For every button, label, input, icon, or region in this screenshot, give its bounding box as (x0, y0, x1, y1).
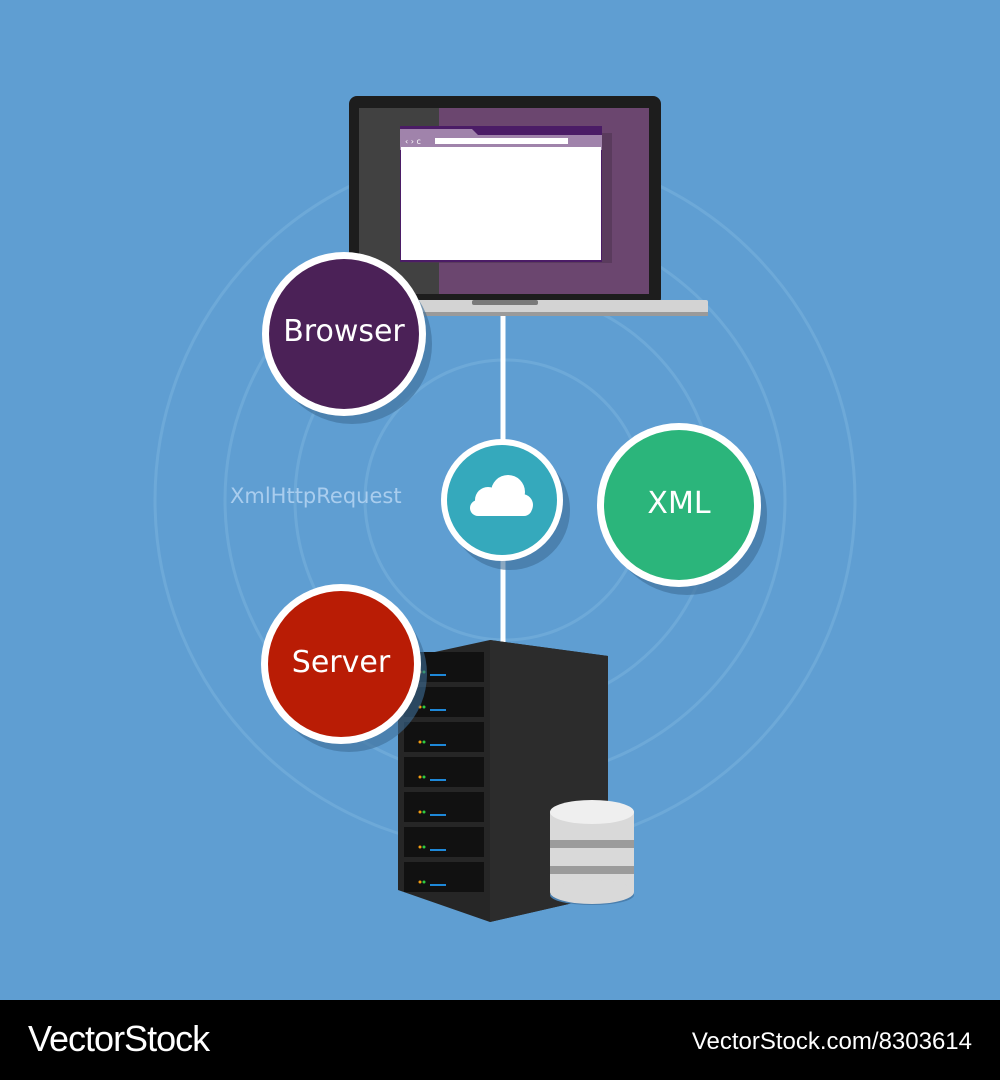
browser-node (262, 252, 432, 424)
server-slot (404, 757, 484, 787)
slot-led (422, 740, 426, 744)
slot-indicator (430, 709, 446, 711)
slot-led (418, 740, 422, 744)
footer-bar: VectorStock VectorStock.com/8303614 (0, 1000, 1000, 1080)
server-slot (404, 792, 484, 822)
slot-indicator (430, 849, 446, 851)
browser-nav-icons: ‹ › c (405, 137, 421, 146)
slot-led (422, 775, 426, 779)
xml-label: XML (647, 486, 711, 521)
xmlhttprequest-label: XmlHttpRequest (230, 484, 402, 508)
cloud-icon (470, 475, 533, 516)
server-slot (404, 862, 484, 892)
browser-label: Browser (283, 314, 405, 349)
cloud-node (441, 439, 570, 570)
database-icon (550, 800, 634, 905)
slot-led (418, 880, 422, 884)
slot-indicator (430, 779, 446, 781)
server-slot (404, 722, 484, 752)
slot-led (418, 810, 422, 814)
server-slot (404, 827, 484, 857)
slot-led (418, 845, 422, 849)
browser-window-icon: ‹ › c (400, 126, 602, 262)
slot-led (418, 775, 422, 779)
slot-indicator (430, 814, 446, 816)
xml-node (597, 423, 767, 595)
server-node (261, 584, 427, 752)
slot-led (422, 845, 426, 849)
vectorstock-logo: VectorStock (28, 1018, 210, 1059)
slot-indicator (430, 884, 446, 886)
slot-led (422, 705, 426, 709)
laptop-icon: ‹ › c (349, 96, 708, 316)
slot-led (422, 810, 426, 814)
slot-indicator (430, 744, 446, 746)
image-reference: VectorStock.com/8303614 (691, 1028, 972, 1055)
diagram-canvas: ‹ › c (153, 96, 857, 922)
slot-indicator (430, 674, 446, 676)
server-label: Server (291, 645, 391, 680)
slot-led (422, 880, 426, 884)
